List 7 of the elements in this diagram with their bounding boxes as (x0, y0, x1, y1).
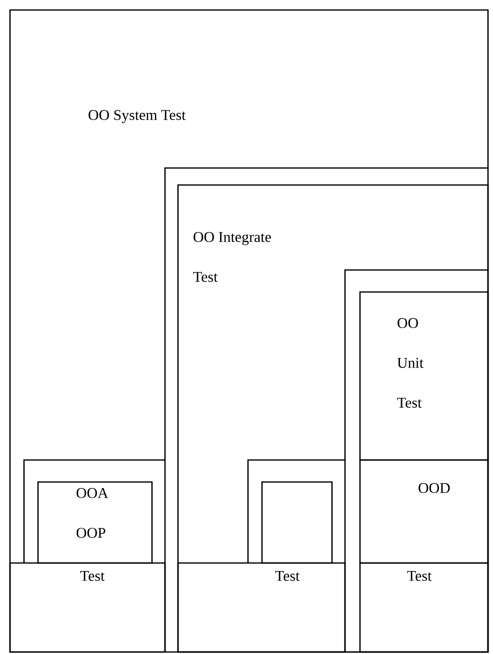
region-box: Test (359, 562, 489, 653)
empty-box (261, 481, 333, 564)
region-box: OO Unit Test (359, 291, 489, 461)
region-box: Test (177, 562, 346, 653)
region-box: Test (9, 562, 166, 653)
region-box: OOA OOP (37, 481, 153, 564)
region-box: OOD (359, 459, 489, 564)
